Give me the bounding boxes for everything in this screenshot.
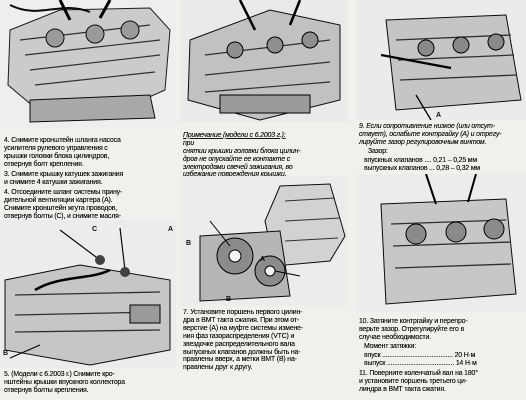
torque-exhaust-row: выпуск .................................… — [364, 360, 477, 367]
engine-illustration-top-middle — [180, 0, 348, 122]
fig-label-a: A — [168, 226, 174, 233]
fig-label-b: B — [3, 350, 9, 357]
step-10-locknut-text: 10. Затяните контргайку и перепро- верьт… — [359, 318, 468, 341]
engine-illustration-bottom-left — [0, 220, 176, 368]
step-4-hose-bracket-text: 4. Снимите кронштейн шланга насоса усили… — [4, 137, 121, 168]
engine-illustration-bottom-middle — [180, 176, 348, 306]
exhaust-clearance-row: выпускных клапанов ... 0,28 – 0,32 мм — [364, 165, 480, 172]
fig-label-b-middle-1: B — [186, 240, 192, 247]
note-label: Примечание (модели с 6.2003 г.): — [183, 131, 286, 139]
clearance-title: Зазор: — [368, 148, 388, 155]
torque-title: Момент затяжки: — [364, 343, 416, 350]
fig-label-c: C — [92, 226, 98, 233]
step-11-crankshaft-text: 11. Поверните коленчатый вал на 180° и у… — [359, 370, 478, 393]
engine-illustration-top-right — [356, 0, 526, 120]
engine-drawing-5 — [356, 0, 526, 120]
fig-label-a-right: A — [436, 112, 442, 119]
note-text: при снятии крышки головки блока цилин- д… — [183, 139, 301, 179]
step-3-ignition-coils-text: 3. Снимите крышку катушек зажигания и сн… — [4, 171, 124, 186]
fig-label-a-middle: A — [260, 256, 266, 263]
engine-drawing-6 — [356, 174, 526, 312]
engine-drawing-2 — [0, 220, 176, 368]
engine-illustration-top-left — [0, 0, 176, 128]
engine-drawing-4 — [180, 176, 348, 306]
step-9-adjust-text: 9. Если сопротивление низкое (или отсут-… — [359, 123, 502, 146]
engine-illustration-bottom-right — [356, 174, 526, 312]
engine-drawing-1 — [0, 0, 176, 128]
torque-intake-row: впуск ..................................… — [364, 352, 476, 359]
engine-drawing-3 — [180, 0, 348, 122]
step-7-tdc-text: 7. Установите поршень первого цилин- дра… — [183, 309, 303, 372]
step-5-intake-manifold-text: 5. (Модели с 6.2003 г.) Снимите кро- ншт… — [4, 371, 125, 394]
note-block: Примечание (модели с 6.2003 г.): при сня… — [183, 124, 351, 179]
intake-clearance-row: впускных клапанов .... 0,21 – 0,25 мм — [364, 157, 477, 164]
fig-label-b-middle-2: B — [226, 296, 232, 303]
